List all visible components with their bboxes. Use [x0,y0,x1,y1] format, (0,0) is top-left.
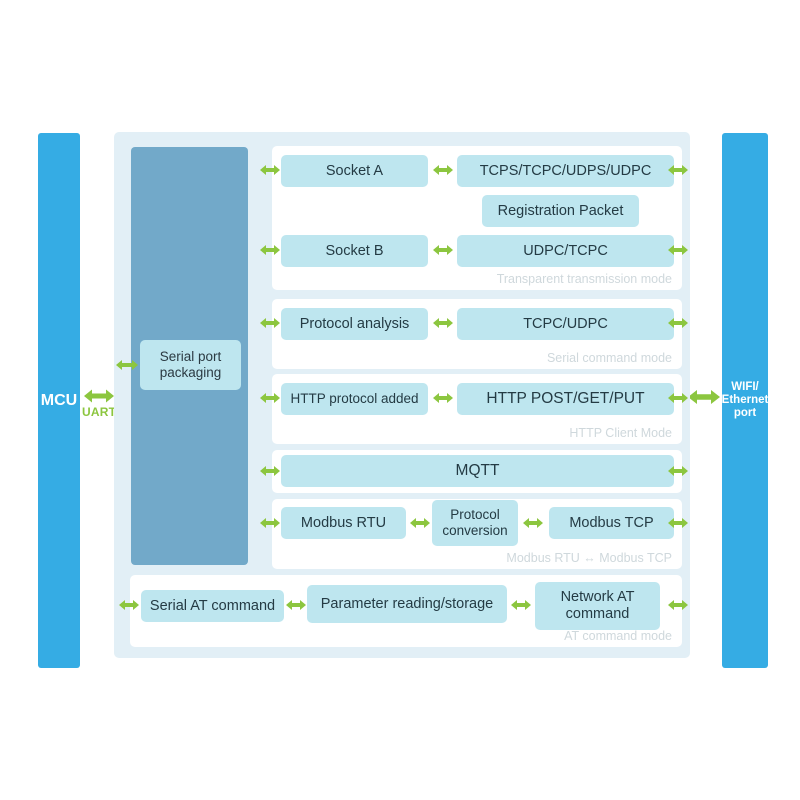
panel-caption-serial-command: Serial command mode [546,351,672,365]
serial-port-packaging-box: Serial port packaging [140,340,241,390]
box-modbus-tcp[interactable]: Modbus TCP [549,507,674,539]
connector-arrow-http-added-to-post [433,391,453,405]
mcu-label: MCU [40,391,78,409]
uart-label: UART [82,405,117,419]
connector-arrow-serial-at-command-left [119,598,139,612]
connector-arrow-tcps-right [668,163,688,177]
box-socket-b[interactable]: Socket B [281,235,428,267]
connector-arrow-http-protocol-added [260,391,280,405]
mcu-bar: MCU [38,133,80,668]
box-tcps-tcpc-udps-udpc[interactable]: TCPS/TCPC/UDPS/UDPC [457,155,674,187]
connector-arrow-protocol-analysis-to-tcpc [433,316,453,330]
box-serial-at-command[interactable]: Serial AT command [141,590,284,622]
panel-caption-at-command: AT command mode [564,629,672,643]
connector-arrow-tcpc-udpc-right [668,316,688,330]
network-port-label-line3: port [733,406,757,419]
connector-arrow-modbus-rtu-left [260,516,280,530]
network-port-label-line2: Ethernet [721,394,769,407]
box-socket-a[interactable]: Socket A [281,155,428,187]
box-network-at-command[interactable]: Network AT command [535,582,660,630]
connector-arrow-mqtt-right [668,464,688,478]
connector-arrow-serial-at-to-parameter [286,598,306,612]
connector-arrow-protocol-analysis [260,316,280,330]
connector-arrow-mqtt-left [260,464,280,478]
connector-arrow-conversion-to-modbus-tcp [523,516,543,530]
box-http-post-get-put[interactable]: HTTP POST/GET/PUT [457,383,674,415]
network-port-bar: WIFI/ Ethernet port [722,133,768,668]
connector-arrow-socket-a-to-tcps [433,163,453,177]
panel-caption-modbus: Modbus RTU ↔ Modbus TCP [506,551,672,565]
connector-arrow-parameter-to-network-at [511,598,531,612]
connector-arrow-modbus-tcp-right [668,516,688,530]
connector-arrow-udpc-right [668,243,688,257]
connector-arrow-socket-b [260,243,280,257]
connector-arrow-serial-packaging [116,358,138,372]
box-mqtt[interactable]: MQTT [281,455,674,487]
box-protocol-conversion[interactable]: Protocol conversion [432,500,518,546]
connector-arrow-network-at-right [668,598,688,612]
panel-caption-transparent-transmission: Transparent transmission mode [496,272,672,286]
connector-arrow-socket-b-to-udpc [433,243,453,257]
box-udpc-tcpc[interactable]: UDPC/TCPC [457,235,674,267]
panel-caption-http-client: HTTP Client Mode [569,426,672,440]
network-port-label-line1: WIFI/ [731,381,759,394]
box-modbus-rtu[interactable]: Modbus RTU [281,507,406,539]
uart-double-arrow-icon [84,387,114,405]
box-registration-packet[interactable]: Registration Packet [482,195,639,227]
box-parameter-reading-storage[interactable]: Parameter reading/storage [307,585,507,623]
network-double-arrow-icon [688,387,720,407]
box-http-protocol-added[interactable]: HTTP protocol added [281,383,428,415]
connector-arrow-modbus-rtu-to-conversion [410,516,430,530]
connector-arrow-socket-a [260,163,280,177]
connector-arrow-http-post-right [668,391,688,405]
box-tcpc-udpc[interactable]: TCPC/UDPC [457,308,674,340]
box-protocol-analysis[interactable]: Protocol analysis [281,308,428,340]
